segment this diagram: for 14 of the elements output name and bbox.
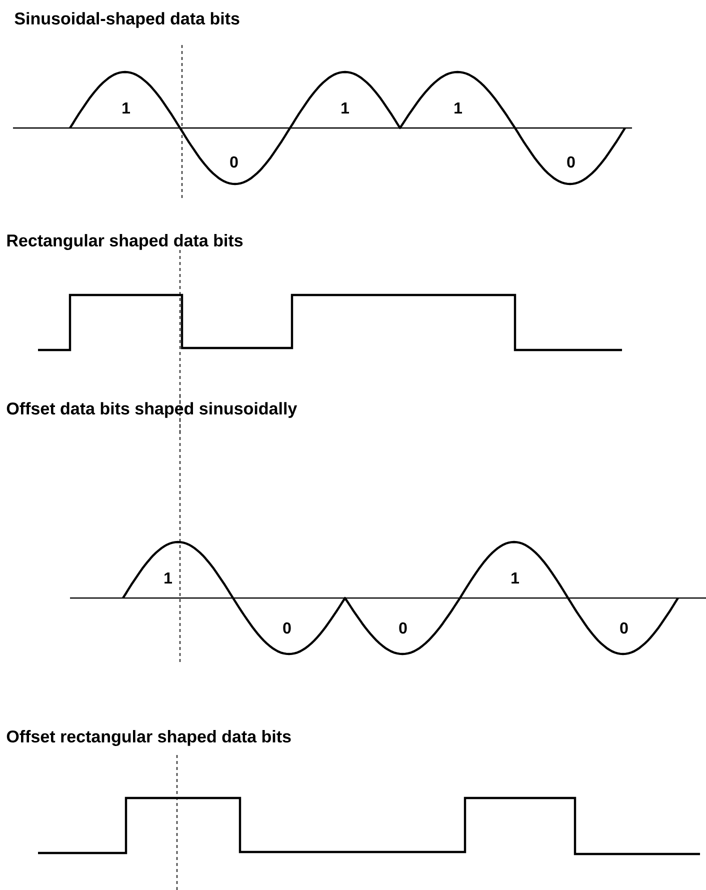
bit-label: 1 <box>164 572 172 584</box>
bit-label: 1 <box>342 102 349 114</box>
panel-heading: Sinusoidal-shaped data bits <box>14 12 240 28</box>
bit-label: 0 <box>620 622 628 634</box>
panel-heading: Rectangular shaped data bits <box>7 234 243 250</box>
bit-label: 1 <box>512 572 520 584</box>
panel-heading: Offset rectangular shaped data bits <box>6 730 291 746</box>
bit-label: 1 <box>122 102 130 114</box>
bit-label: 0 <box>399 622 407 634</box>
bit-label: 0 <box>230 156 238 168</box>
bit-label: 1 <box>454 102 462 114</box>
bit-label: 0 <box>567 156 575 168</box>
panel-heading: Offset data bits shaped sinusoidally <box>6 402 298 418</box>
bit-label: 0 <box>283 622 291 634</box>
